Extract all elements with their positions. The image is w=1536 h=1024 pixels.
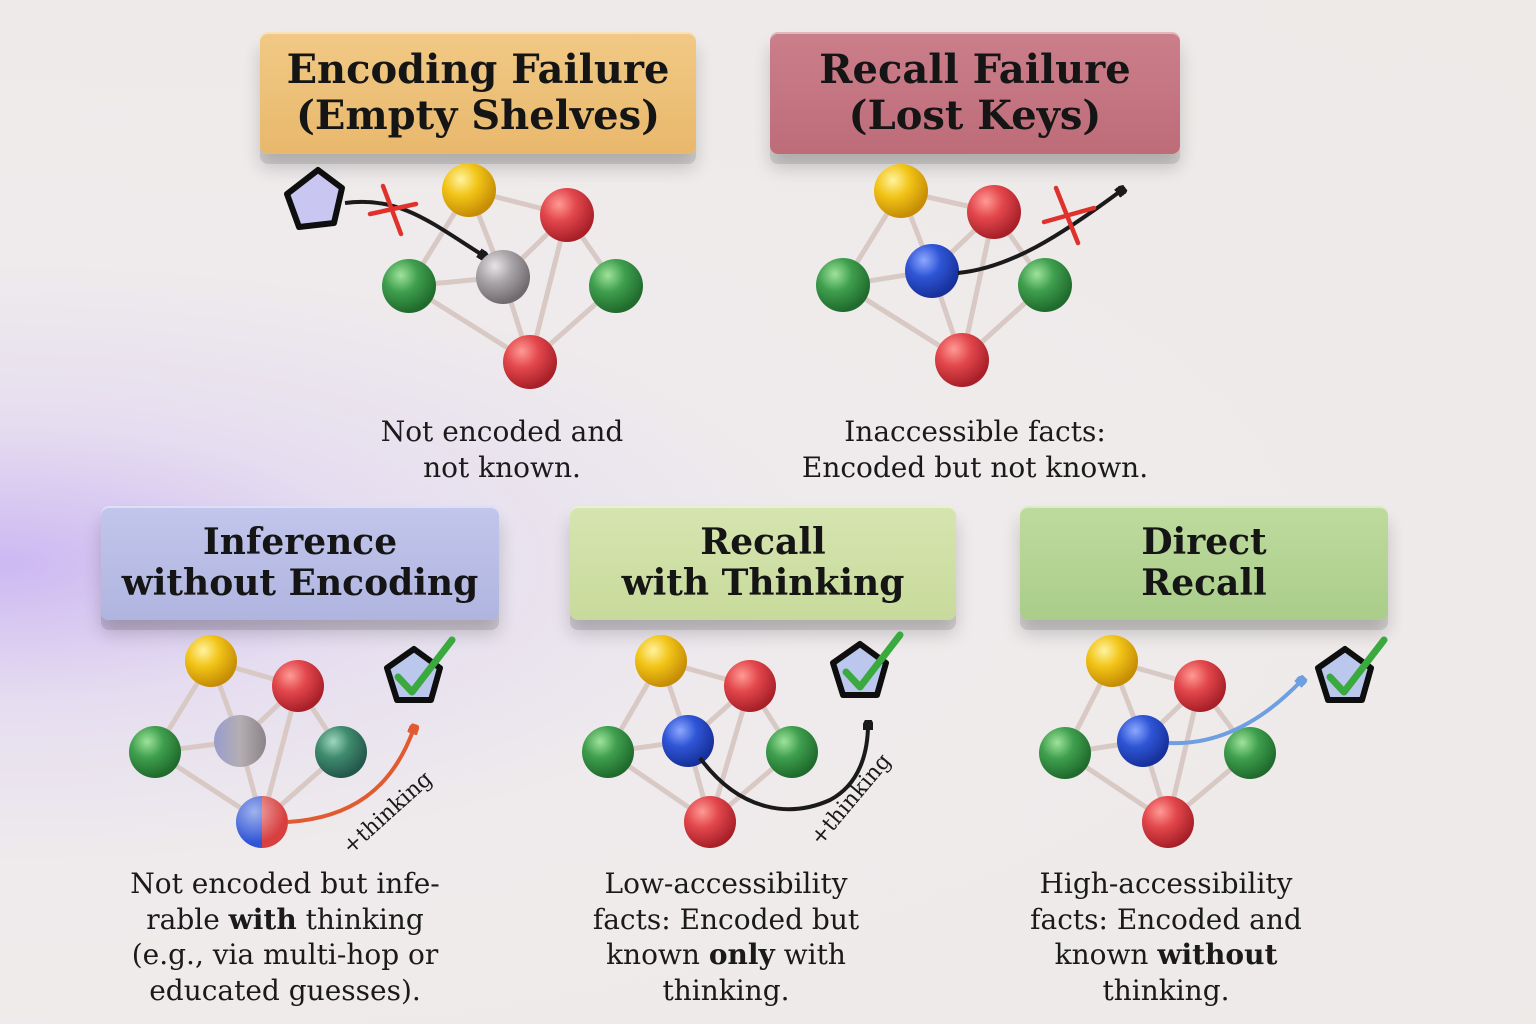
node-blue — [1117, 715, 1169, 767]
node-green — [589, 259, 643, 313]
caption-line: Not encoded but infe- — [130, 867, 440, 900]
node-green — [766, 726, 818, 778]
encoding-failure-caption: Not encoded and not known. — [330, 414, 674, 485]
caption-text: rable — [146, 902, 229, 936]
node-gray-missing — [476, 250, 530, 304]
pentagon-icon — [284, 167, 345, 230]
recall-failure-title-line1: Recall Failure — [819, 46, 1131, 93]
caption-line: High-accessibility — [1039, 867, 1293, 900]
caption-line: known only with — [566, 937, 886, 973]
red-x-icon — [1041, 185, 1097, 246]
recall-failure-graph — [816, 164, 1122, 387]
recall-failure-label: Recall Failure (Lost Keys) — [770, 32, 1180, 154]
node-yellow — [1086, 635, 1138, 687]
caption-line: thinking. — [662, 973, 790, 1007]
recall-with-thinking-graph: +thinking — [582, 631, 904, 850]
caption-line: (e.g., via multi-hop or — [131, 938, 439, 972]
caption-line: Low-accessibility — [604, 867, 848, 900]
caption-line: facts: Encoded and — [1030, 902, 1302, 936]
thinking-arrow — [698, 724, 868, 812]
recall-with-thinking-label: Recall with Thinking — [570, 506, 956, 620]
caption-line: facts: Encoded but — [592, 902, 860, 936]
caption-text: thinking — [296, 902, 424, 936]
node-red — [540, 188, 594, 242]
failed-recall-arrow — [957, 190, 1122, 275]
direct-recall-title-line1: Direct — [1141, 520, 1267, 563]
recall-failure-caption: Inaccessible facts: Encoded but not know… — [770, 414, 1180, 485]
direct-recall-graph — [1039, 635, 1388, 848]
node-yellow — [185, 635, 237, 687]
node-red — [272, 660, 324, 712]
recall-with-thinking-caption: Low-accessibility facts: Encoded but kno… — [566, 866, 886, 1008]
recall-failure-title-line2: (Lost Keys) — [848, 92, 1102, 139]
encoding-failure-title-line2: (Empty Shelves) — [295, 92, 661, 139]
node-red — [1142, 796, 1194, 848]
node-red — [1174, 660, 1226, 712]
node-yellow — [442, 163, 496, 217]
node-green — [129, 726, 181, 778]
node-red — [967, 185, 1021, 239]
inference-title-line2: without Encoding — [121, 562, 479, 604]
caption-line: Not encoded and — [380, 415, 624, 448]
blocked-arrow — [344, 199, 484, 256]
caption-line: known without — [1016, 937, 1316, 973]
node-green — [1039, 727, 1091, 779]
direct-recall-title-line2: Recall — [1141, 562, 1267, 604]
caption-emphasis: with — [228, 902, 297, 936]
inference-title-line1: Inference — [202, 520, 398, 563]
node-yellow — [874, 164, 928, 218]
node-red — [684, 796, 736, 848]
red-x-icon — [367, 183, 419, 237]
node-yellow — [635, 635, 687, 687]
inference-graph: +thinking — [129, 635, 456, 860]
thinking-label: +thinking — [806, 749, 897, 850]
node-green — [582, 726, 634, 778]
node-red — [724, 660, 776, 712]
node-shine — [236, 796, 288, 848]
caption-text: with — [774, 938, 846, 972]
caption-line: educated guesses). — [149, 973, 421, 1007]
node-blue — [662, 715, 714, 767]
node-green — [816, 258, 870, 312]
node-green — [1018, 258, 1072, 312]
node-green — [1224, 727, 1276, 779]
green-check-icon — [394, 636, 456, 696]
inference-caption: Not encoded but infe- rable with thinkin… — [100, 866, 470, 1008]
direct-recall-label: Direct Recall — [1020, 506, 1388, 620]
encoding-failure-title-line1: Encoding Failure — [286, 46, 670, 93]
encoding-failure-label: Encoding Failure (Empty Shelves) — [260, 32, 696, 154]
caption-line: not known. — [423, 450, 581, 484]
green-check-icon — [1326, 636, 1388, 696]
caption-emphasis: without — [1157, 938, 1278, 972]
caption-text: known — [606, 938, 709, 972]
node-blue — [905, 244, 959, 298]
caption-line: Encoded but not known. — [801, 450, 1149, 484]
inference-arrow — [287, 728, 414, 824]
caption-text: known — [1054, 938, 1158, 972]
direct-recall-arrow — [1168, 680, 1302, 746]
caption-line: Inaccessible facts: — [844, 415, 1106, 448]
node-green — [382, 259, 436, 313]
thinking-label: +thinking — [338, 767, 437, 860]
caption-emphasis: only — [708, 938, 775, 972]
node-gray — [214, 715, 266, 767]
node-red — [503, 335, 557, 389]
recall-with-thinking-title-line2: with Thinking — [621, 562, 905, 604]
node-teal — [315, 726, 367, 778]
encoding-failure-graph — [284, 163, 643, 389]
node-red — [935, 333, 989, 387]
inference-without-encoding-label: Inference without Encoding — [101, 506, 499, 620]
direct-recall-caption: High-accessibility facts: Encoded and kn… — [1016, 866, 1316, 1008]
caption-line: rable with thinking — [100, 902, 470, 938]
green-check-icon — [842, 631, 904, 691]
caption-line: thinking. — [1102, 973, 1230, 1007]
recall-with-thinking-title-line1: Recall — [700, 520, 826, 563]
